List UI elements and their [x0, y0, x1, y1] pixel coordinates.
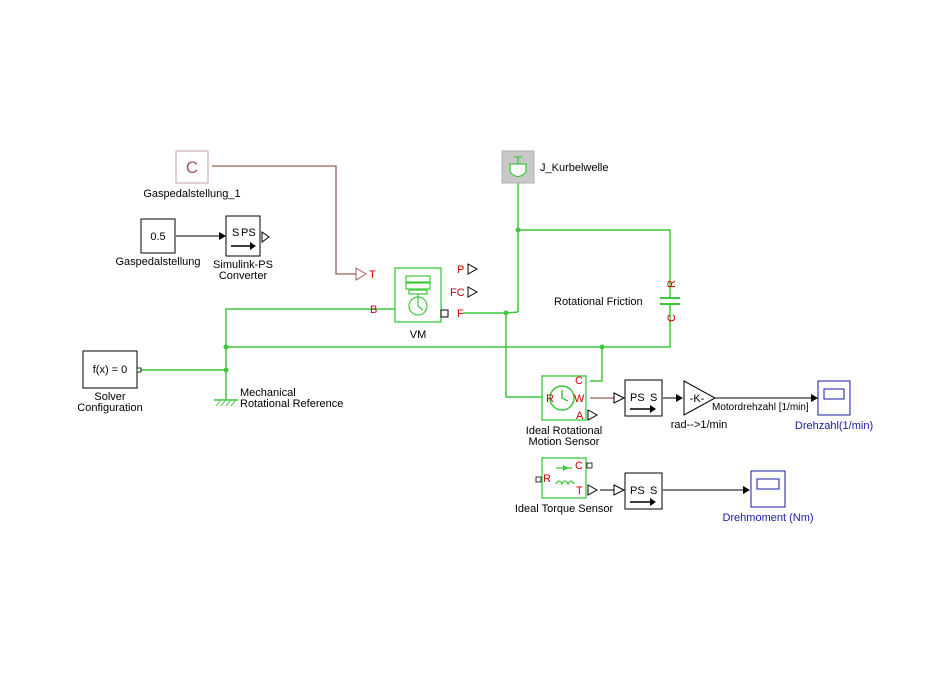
arrowhead-engine-t: [355, 267, 367, 281]
reference-block[interactable]: Mechanical Rotational Reference: [214, 387, 343, 410]
engine-port-b: B: [370, 304, 377, 316]
motion-sensor-label-1: Ideal Rotational: [526, 425, 602, 437]
line-crank-friction[interactable]: [518, 229, 671, 290]
gain-block[interactable]: -K- rad-->1/min: [671, 380, 728, 431]
friction-icon: [660, 297, 680, 305]
engine-port-p: P: [457, 264, 464, 276]
inertia-icon: [509, 163, 527, 178]
line-engine-b[interactable]: [225, 308, 395, 395]
simulink-ps-converter-block[interactable]: S PS Simulink-PS Converter: [213, 215, 273, 282]
converter-in-port: S: [232, 227, 239, 239]
arrowhead-scope-torque: [743, 486, 750, 494]
motion-sensor-block[interactable]: C R W A Ideal Rotational Motion Sensor: [526, 375, 602, 448]
scope-speed-block[interactable]: Drehzahl(1/min): [795, 380, 873, 432]
motion-sensor-label-2: Motion Sensor: [529, 436, 600, 448]
friction-port-c: C: [666, 314, 678, 322]
ps2-in-port: PS: [630, 485, 645, 497]
gain-value: -K-: [690, 393, 705, 405]
constant-value: 0.5: [150, 231, 165, 243]
reference-label-1: Mechanical: [240, 387, 296, 399]
constant-block[interactable]: 0.5 Gaspedalstellung: [115, 218, 201, 268]
engine-port-f: F: [457, 308, 464, 320]
scope-torque-icon: [756, 478, 780, 490]
line-reference-friction[interactable]: [226, 312, 671, 348]
gaspedal-input-block[interactable]: C Gaspedalstellung_1: [143, 150, 241, 200]
arrowhead-converter: [219, 232, 226, 240]
motion-sensor-icon: [549, 385, 575, 411]
torque-sensor-port-r: R: [543, 473, 551, 485]
scope-torque-block[interactable]: Drehmoment (Nm): [722, 470, 814, 524]
ps-converter-1-block[interactable]: PS S: [624, 379, 663, 417]
ps1-out-port: S: [650, 392, 657, 404]
arrowhead-gain: [676, 394, 683, 402]
engine-label: VM: [410, 329, 427, 341]
motion-sensor-port-w: W: [574, 393, 585, 405]
ps-converter-2-block[interactable]: PS S: [624, 472, 663, 510]
torque-sensor-port-c: C: [575, 460, 583, 472]
solver-expression: f(x) = 0: [93, 364, 128, 376]
inertia-block[interactable]: J_Kurbelwelle: [501, 150, 608, 184]
motion-sensor-port-r: R: [546, 393, 554, 405]
inertia-label: J_Kurbelwelle: [540, 162, 608, 174]
friction-block[interactable]: R C Rotational Friction: [554, 280, 680, 322]
solver-label-2: Configuration: [77, 402, 142, 414]
gaspedal-input-label: Gaspedalstellung_1: [143, 188, 240, 200]
gaspedal-input-glyph: C: [186, 158, 198, 177]
ground-icon: [214, 395, 238, 401]
reference-label-2: Rotational Reference: [240, 398, 343, 410]
friction-port-r: R: [666, 280, 678, 288]
scope-speed-label: Drehzahl(1/min): [795, 420, 873, 432]
engine-port-fc: FC: [450, 287, 465, 299]
solver-block[interactable]: f(x) = 0 Solver Configuration: [77, 350, 143, 414]
torque-sensor-icon: [555, 480, 575, 486]
converter-label-1: Simulink-PS: [213, 259, 273, 271]
constant-label: Gaspedalstellung: [115, 256, 200, 268]
arrowhead-ps1: [613, 392, 626, 404]
signal-label-speed: Motordrehzahl [1/min]: [712, 402, 809, 413]
gain-label: rad-->1/min: [671, 419, 728, 431]
converter-out-port: PS: [241, 227, 256, 239]
torque-sensor-block[interactable]: R C T Ideal Torque Sensor: [515, 457, 614, 515]
engine-block[interactable]: T B F P FC VM: [369, 263, 479, 341]
line-engine-f[interactable]: [463, 311, 519, 314]
piston-icon: [405, 275, 431, 316]
junction-dots: [223, 227, 605, 373]
torque-sensor-port-t: T: [576, 485, 583, 497]
ps1-in-port: PS: [630, 392, 645, 404]
engine-port-t: T: [369, 269, 376, 281]
converter-label-2: Converter: [219, 270, 268, 282]
motion-sensor-port-a: A: [576, 410, 584, 422]
line-crank-motion-sensor[interactable]: [505, 313, 544, 398]
motion-sensor-port-c: C: [575, 375, 583, 387]
torque-sensor-label: Ideal Torque Sensor: [515, 503, 614, 515]
line-motion-sensor-c[interactable]: [590, 347, 603, 382]
scope-speed-icon: [823, 388, 845, 400]
arrowhead-ps2: [613, 484, 626, 496]
solver-label-1: Solver: [94, 391, 126, 403]
scope-torque-label: Drehmoment (Nm): [722, 512, 813, 524]
friction-label: Rotational Friction: [554, 296, 643, 308]
ps2-out-port: S: [650, 485, 657, 497]
line-gaspedal-engine[interactable]: [212, 165, 356, 275]
arrowhead-scope-speed: [811, 394, 818, 402]
physical-connections: [139, 183, 671, 398]
